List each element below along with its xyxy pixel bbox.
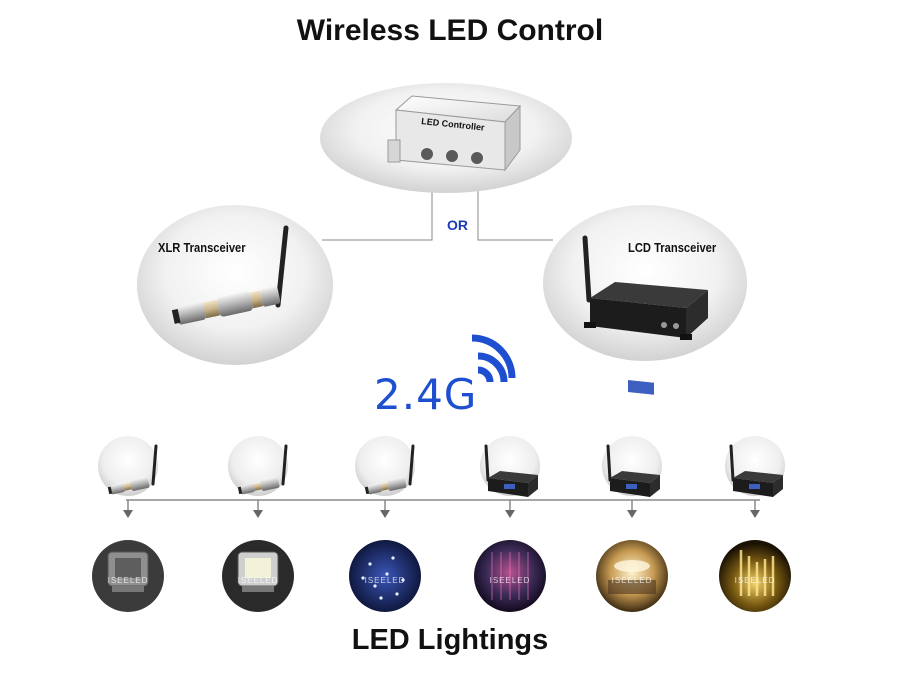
watermark: ISEELED (365, 576, 406, 585)
lcd-bubble (543, 205, 747, 361)
watermark: ISEELED (108, 576, 149, 585)
arrow-down-icon (627, 510, 637, 518)
watermark: ISEELED (735, 576, 776, 585)
arrow-down-icon (380, 510, 390, 518)
lcd-transceiver-label: LCD Transceiver (628, 240, 717, 255)
watermark: ISEELED (238, 576, 279, 585)
led-lighting-photo: ISEELED (92, 540, 164, 612)
lcd-receiver (725, 436, 785, 497)
xlr-receiver (355, 436, 415, 496)
arrow-down-icon (750, 510, 760, 518)
xlr-bubble (137, 205, 333, 365)
xlr-receiver (98, 436, 158, 496)
frequency-label: 2.4G (374, 370, 478, 419)
lightings-label: LED Lightings (351, 624, 549, 656)
receiver-row (98, 436, 785, 518)
xlr-receiver (228, 436, 288, 496)
diagram-title: Wireless LED Control (296, 14, 604, 47)
lighting-row: ISEELED ISEELED ISEELED ISEELED ISEELED ISEEL… (92, 540, 791, 612)
lcd-transceiver-device (582, 235, 708, 395)
arrow-down-icon (123, 510, 133, 518)
led-lighting-photo: ISEELED (474, 540, 546, 612)
lcd-receiver (480, 436, 540, 497)
watermark: ISEELED (612, 576, 653, 585)
led-lighting-photo: ISEELED (222, 540, 294, 612)
arrow-down-icon (505, 510, 515, 518)
led-lighting-photo: ISEELED (719, 540, 791, 612)
xlr-transceiver-label: XLR Transceiver (158, 240, 246, 255)
led-lighting-photo: ISEELED (349, 540, 421, 612)
led-controller-device: LED Controller (387, 95, 522, 172)
or-label: OR (447, 217, 468, 233)
arrow-down-icon (253, 510, 263, 518)
connection-lines (322, 178, 553, 241)
xlr-transceiver-device (171, 225, 289, 325)
lcd-receiver (602, 436, 662, 497)
wireless-signal-icon (471, 334, 516, 383)
watermark: ISEELED (490, 576, 531, 585)
led-lighting-photo: ISEELED (596, 540, 668, 612)
